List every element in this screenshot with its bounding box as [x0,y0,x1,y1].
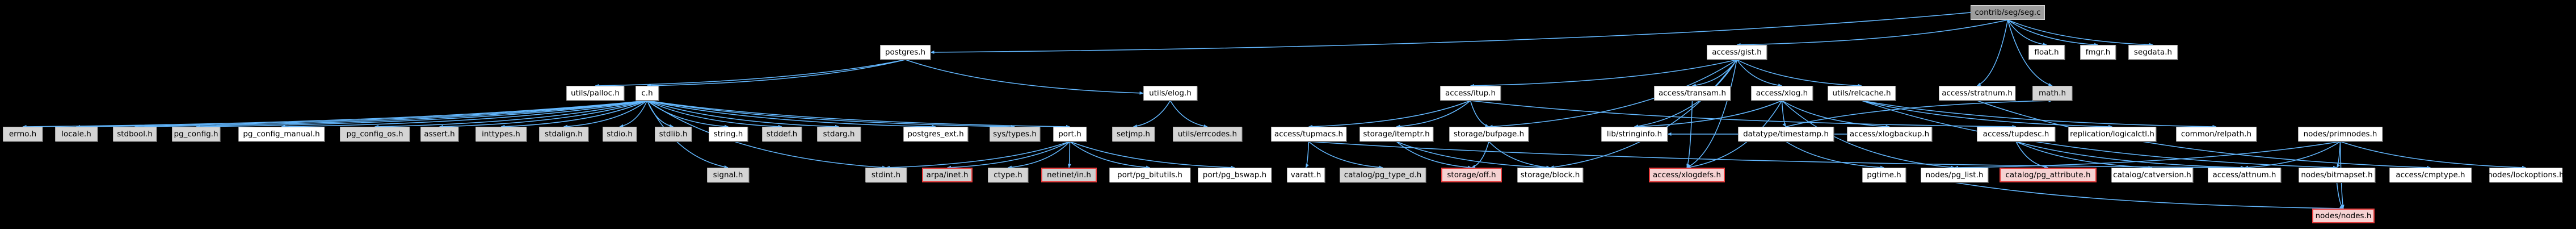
graph-node-fmgr_h[interactable]: fmgr.h [2080,45,2116,60]
graph-node-stdint[interactable]: stdint.h [865,168,907,182]
graph-node-block[interactable]: storage/block.h [1517,168,1583,182]
graph-node-logicalctl[interactable]: replication/logicalctl.h [2068,127,2156,141]
graph-node-timestamp[interactable]: datatype/timestamp.h [1738,127,1834,141]
graph-node-errno[interactable]: errno.h [3,127,43,141]
graph-node-xlog[interactable]: access/xlog.h [1751,86,1813,101]
graph-node-stdarg[interactable]: stdarg.h [817,127,861,141]
graph-node-elog[interactable]: utils/elog.h [1143,86,1197,101]
graph-node-ctype[interactable]: ctype.h [988,168,1028,182]
graph-node-pg_config_manual[interactable]: pg_config_manual.h [238,127,325,141]
graph-node-stdlib[interactable]: stdlib.h [655,127,692,141]
graph-node-itemptr[interactable]: storage/itemptr.h [1359,127,1433,141]
graph-node-off[interactable]: storage/off.h [1441,168,1502,182]
graph-node-string_h[interactable]: string.h [709,127,748,141]
graph-node-c_h[interactable]: c.h [635,86,659,101]
graph-node-gist[interactable]: access/gist.h [1707,45,1767,60]
graph-node-postgres_h[interactable]: postgres.h [880,45,931,60]
graph-node-pg_list[interactable]: nodes/pg_list.h [1921,168,1988,182]
graph-node-nodes_nodes[interactable]: nodes/nodes.h [2312,209,2375,223]
graph-node-tupdesc[interactable]: access/tupdesc.h [1977,127,2055,141]
graph-node-tupmacs[interactable]: access/tupmacs.h [1271,127,1346,141]
graph-node-postgres_ext[interactable]: postgres_ext.h [903,127,968,141]
graph-node-math_h[interactable]: math.h [2032,86,2072,101]
graph-node-relcache[interactable]: utils/relcache.h [1828,86,1896,101]
graph-node-stratnum[interactable]: access/stratnum.h [1939,86,2015,101]
graph-node-pg_config[interactable]: pg_config.h [172,127,220,141]
graph-node-catversion[interactable]: catalog/catversion.h [2111,168,2193,182]
graph-node-itup[interactable]: access/itup.h [1440,86,1501,101]
graph-node-stdbool[interactable]: stdbool.h [113,127,157,141]
graph-node-assert_h[interactable]: assert.h [420,127,458,141]
graph-node-lockoptions[interactable]: nodes/lockoptions.h [2487,168,2564,182]
graph-node-stringinfo[interactable]: lib/stringinfo.h [1601,127,1668,141]
graph-node-sys_types[interactable]: sys/types.h [990,127,1040,141]
graph-node-stddef[interactable]: stddef.h [762,127,802,141]
graph-node-bufpage[interactable]: storage/bufpage.h [1449,127,1529,141]
graph-node-cmptype[interactable]: access/cmptype.h [2389,168,2472,182]
graph-node-bitmapset[interactable]: nodes/bitmapset.h [2299,168,2375,182]
graph-node-pg_attribute[interactable]: catalog/pg_attribute.h [2000,168,2097,182]
graph-node-palloc[interactable]: utils/palloc.h [566,86,624,101]
graph-node-errcodes[interactable]: utils/errcodes.h [1173,127,1242,141]
graph-node-segdata_h[interactable]: segdata.h [2128,45,2178,60]
graph-node-varatt[interactable]: varatt.h [1287,168,1325,182]
graph-node-primnodes[interactable]: nodes/primnodes.h [2298,127,2383,141]
graph-node-bswap[interactable]: port/pg_bswap.h [1198,168,1272,182]
graph-node-pgtime[interactable]: pgtime.h [1862,168,1906,182]
graph-node-port_h[interactable]: port.h [1053,127,1087,141]
graph-node-xlogdefs[interactable]: access/xlogdefs.h [1649,168,1725,182]
graph-node-locale[interactable]: locale.h [55,127,98,141]
graph-node-stdio[interactable]: stdio.h [603,127,637,141]
graph-node-arpa[interactable]: arpa/inet.h [922,168,973,182]
graph-node-xlogbackup[interactable]: access/xlogbackup.h [1847,127,1932,141]
graph-node-stdalign[interactable]: stdalign.h [539,127,588,141]
graph-node-netinet[interactable]: netinet/in.h [1041,168,1097,182]
graph-node-setjmp[interactable]: setjmp.h [1112,127,1155,141]
graph-node-transam[interactable]: access/transam.h [1654,86,1731,101]
graph-node-attnum[interactable]: access/attnum.h [2208,168,2281,182]
graph-node-pg_type_d[interactable]: catalog/pg_type_d.h [1340,168,1426,182]
graph-node-relpath[interactable]: common/relpath.h [2176,127,2257,141]
graph-node-bitutils[interactable]: port/pg_bitutils.h [1109,168,1190,182]
graph-node-seg_c[interactable]: contrib/seg/seg.c [1971,5,2045,20]
graph-node-signal_h[interactable]: signal.h [707,168,749,182]
graph-node-inttypes[interactable]: inttypes.h [475,127,527,141]
graph-node-pg_config_os[interactable]: pg_config_os.h [340,127,410,141]
graph-node-float_h[interactable]: float.h [2028,45,2065,60]
